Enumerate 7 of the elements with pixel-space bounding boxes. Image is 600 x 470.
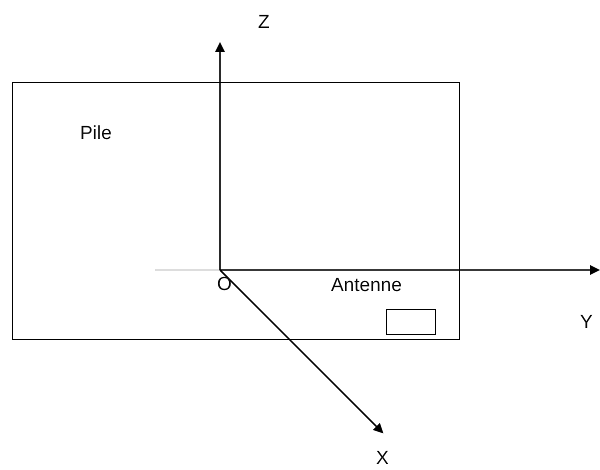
axis-label: Z — [258, 12, 270, 34]
board-outline — [12, 82, 460, 340]
axis-label: Y — [580, 312, 593, 334]
component-label: Pile — [80, 123, 112, 145]
component-label: Antenne — [331, 275, 402, 297]
origin-label: O — [217, 274, 232, 296]
axis-label: X — [376, 448, 389, 470]
